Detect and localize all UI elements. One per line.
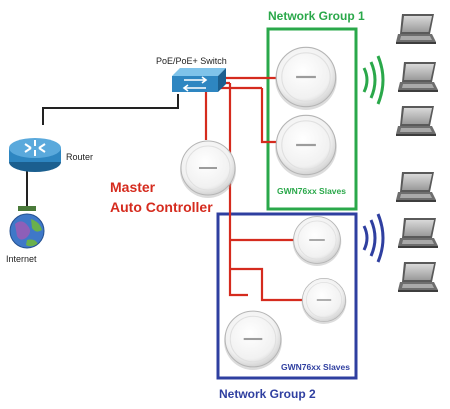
laptop-icon: [398, 62, 438, 92]
laptop-icon: [396, 106, 436, 136]
group1-slaves-label: GWN76xx Slaves: [277, 186, 346, 196]
laptop-icon: [398, 262, 438, 292]
master-label-line2: Auto Controller: [110, 199, 213, 215]
network-group-1-title: Network Group 1: [268, 9, 365, 23]
group1-access-point-1: [274, 46, 338, 110]
laptop-icon: [396, 172, 436, 202]
router-icon: [9, 138, 61, 172]
laptop-icon: [396, 14, 436, 44]
master-access-point: [179, 140, 237, 198]
poe-switch-icon: [172, 68, 226, 92]
network-group-2-title: Network Group 2: [219, 387, 316, 401]
group2-access-point-2: [301, 277, 347, 324]
group2-access-point-3: [223, 310, 283, 370]
network-group-2-box: [216, 212, 358, 380]
group2-slaves-label: GWN76xx Slaves: [281, 362, 350, 372]
group1-access-point-2: [274, 114, 338, 178]
internet-label: Internet: [6, 254, 37, 264]
internet-globe-icon: [9, 206, 45, 249]
master-label-line1: Master: [110, 179, 156, 195]
network-group-1-box: [266, 27, 358, 211]
laptop-icon: [398, 218, 438, 248]
cables-black: [26, 94, 179, 207]
group2-access-point-1: [292, 216, 342, 266]
router-label: Router: [66, 152, 93, 162]
wifi-signal-icon-group1: [362, 55, 385, 105]
wifi-signal-icon-group2: [362, 213, 385, 263]
switch-label: PoE/PoE+ Switch: [156, 56, 227, 66]
